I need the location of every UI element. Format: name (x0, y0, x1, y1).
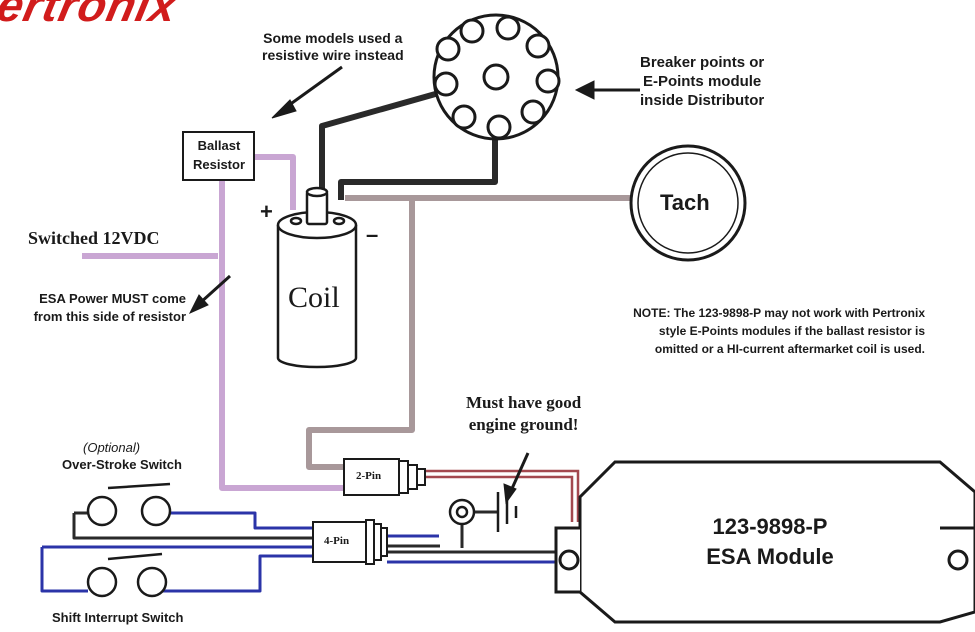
two-pin-label: 2-Pin (356, 470, 382, 482)
over-stroke-switch (86, 482, 172, 527)
shift-interrupt-switch (86, 552, 168, 598)
distributor-note-line-3: inside Distributor (640, 92, 765, 109)
distributor-note-line-1: Breaker points or (640, 54, 765, 71)
tach-label: Tach (660, 190, 710, 215)
ground-note: Must have good engine ground! (466, 392, 581, 436)
distributor-note-line-2: E-Points module (642, 73, 762, 90)
ground-note-line-1: Must have good (466, 393, 582, 412)
ballast-resistor (182, 131, 255, 181)
over-stroke-switch-label: Over-Stroke Switch (62, 457, 182, 472)
ground-note-line-2: engine ground! (468, 415, 579, 434)
distributor-note: Breaker points or E-Points module inside… (640, 53, 764, 110)
distributor-cap (432, 13, 561, 141)
esa-power-note: ESA Power MUST come from this side of re… (6, 290, 186, 326)
tach-gauge (629, 144, 747, 262)
four-pin-connector (312, 519, 388, 565)
resistive-note-line-1: Some models used a (263, 30, 403, 46)
module-line-1: 123-9898-P (712, 514, 828, 539)
note-line-2: style E-Points modules if the ballast re… (658, 324, 925, 338)
esa-module (554, 460, 975, 624)
ground-symbol (496, 492, 518, 532)
note-line-3: omitted or a HI-current aftermarket coil… (654, 342, 925, 356)
resistive-wire-note: Some models used a resistive wire instea… (262, 30, 404, 64)
four-pin-label: 4-Pin (324, 535, 350, 547)
module-line-2: ESA Module (706, 544, 834, 569)
red-wire (425, 469, 580, 522)
coil-plus-sign: + (260, 199, 273, 224)
compatibility-note: NOTE: The 123-9898-P may not work with P… (560, 304, 925, 358)
esa-module-label: 123-9898-P ESA Module (665, 512, 875, 572)
resistive-note-line-2: resistive wire instead (262, 47, 404, 63)
optional-label: (Optional) (83, 440, 141, 455)
brand-logo: ertronix (0, 0, 183, 31)
ground-eyelet (448, 498, 476, 526)
esa-power-line-2: from this side of resistor (33, 309, 186, 324)
note-line-1: NOTE: The 123-9898-P may not work with P… (633, 306, 925, 320)
two-pin-connector (343, 458, 426, 496)
tach-wire (306, 195, 632, 470)
coil-minus-sign: – (366, 222, 379, 247)
ballast-line-2: Resistor (192, 157, 246, 172)
shift-interrupt-switch-label: Shift Interrupt Switch (52, 610, 184, 625)
ballast-resistor-label: Ballast Resistor (186, 136, 252, 174)
ballast-line-1: Ballast (197, 138, 241, 153)
coil-label: Coil (288, 281, 340, 314)
switched-12vdc-label: Switched 12VDC (28, 228, 160, 248)
pointer-arrows (188, 65, 640, 505)
esa-power-line-1: ESA Power MUST come (39, 291, 186, 306)
ignition-coil (276, 186, 358, 369)
